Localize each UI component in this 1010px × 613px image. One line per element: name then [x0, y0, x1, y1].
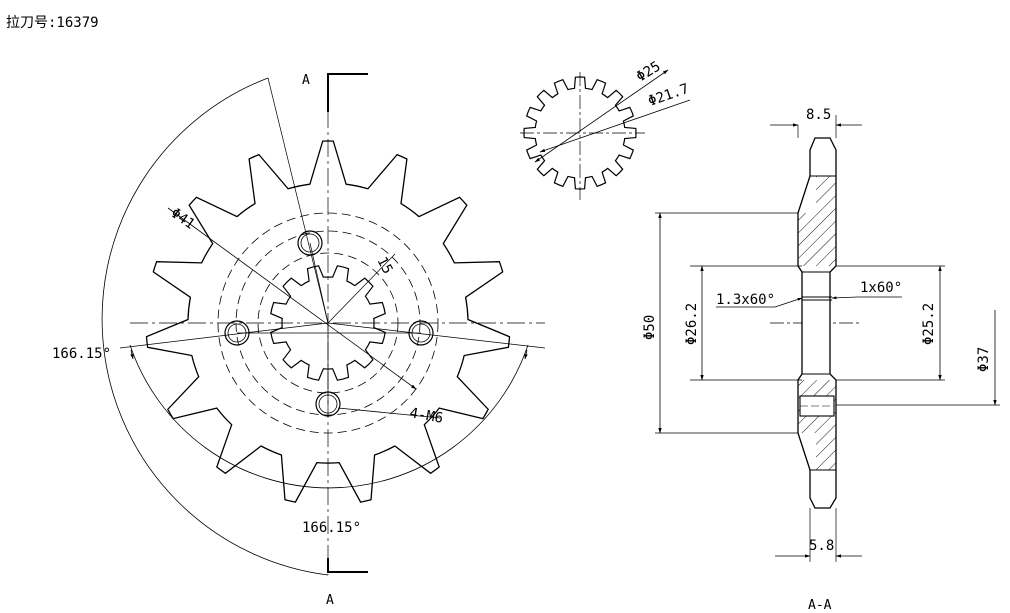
dim-bolt-holes: 4-M6 [408, 405, 444, 427]
dim-chamfer-right: 1x60° [860, 280, 902, 296]
section-outline [797, 137, 837, 509]
bolt-pcd-circle [235, 230, 421, 416]
d21-leader [539, 99, 691, 153]
d25-leader [534, 69, 669, 163]
dim-angle-left: 166.15° [52, 346, 111, 362]
root-dashed-circle [217, 212, 439, 434]
dim-d25: Φ25 [634, 58, 664, 85]
dim-width-top: 8.5 [806, 107, 831, 123]
section-view-label: A-A [808, 598, 832, 613]
dim-d50: Φ50 [642, 315, 658, 340]
dim-d26: Φ26.2 [684, 303, 700, 345]
bolt-hole-top [297, 230, 323, 256]
dim-angle-bottom: 166.15° [302, 520, 361, 536]
sprocket-front-view: Φ41 15 4-M6 166.15° 166.15° A A [52, 73, 546, 608]
section-letter-bottom: A [326, 593, 334, 608]
angle-arc-outer [101, 77, 329, 576]
sprocket-tooth-profile [145, 140, 511, 503]
dim-d37: Φ37 [976, 347, 992, 372]
dim-width-hub: 5.8 [809, 538, 834, 554]
section-cut-top [327, 73, 368, 112]
angle-ray-top [267, 77, 329, 324]
spline-bore [270, 265, 386, 381]
dim-d21: Φ21.7 [646, 81, 691, 110]
dim-chamfer-left: 1.3x60° [716, 292, 775, 308]
broach-number: 拉刀号:16379 [6, 15, 99, 31]
section-letter-top: A [302, 73, 310, 88]
hub-dashed-circle [257, 252, 399, 394]
dim-tooth-count: 15 [373, 254, 395, 276]
section-view-a-a: 8.5 5.8 A-A Φ50 Φ26.2 1.3x60° 1x60° Φ25.… [642, 107, 1000, 613]
section-cut-bottom [327, 558, 368, 573]
angle-arc-inner [129, 344, 529, 489]
dim-d41: Φ41 [168, 205, 198, 233]
d41-leader [167, 207, 417, 390]
dim-d25-2: Φ25.2 [921, 303, 937, 345]
spline-detail-view: Φ25 Φ21.7 [520, 58, 691, 200]
